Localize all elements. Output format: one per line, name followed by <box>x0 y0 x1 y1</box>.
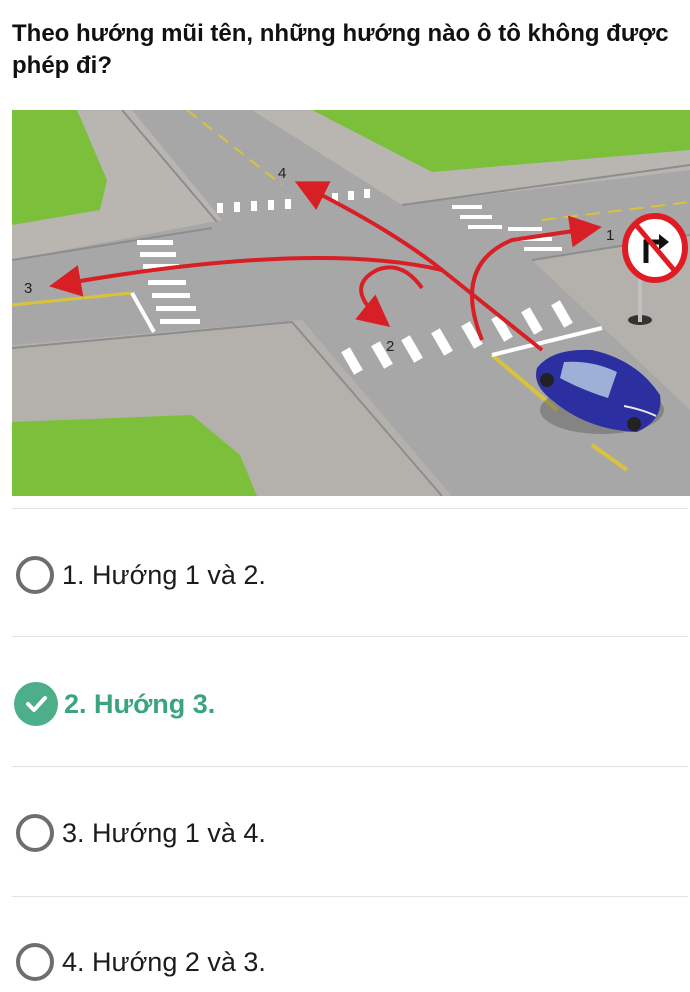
direction-label-2: 2 <box>386 338 394 355</box>
answer-option-label: 2. Hướng 3. <box>64 688 216 719</box>
grass-top-right <box>312 110 690 172</box>
grass-top-left <box>12 110 107 225</box>
radio-unchecked-icon[interactable] <box>16 556 54 594</box>
radio-unchecked-icon[interactable] <box>16 814 54 852</box>
crosswalk-left <box>137 240 200 324</box>
crosswalk-top <box>217 189 370 213</box>
grass-bottom-left <box>12 415 257 496</box>
answer-option-label: 4. Hướng 2 và 3. <box>62 946 266 977</box>
direction-arrows <box>49 181 602 352</box>
intersection-illustration: 4 1 3 2 <box>12 110 690 496</box>
checkmark-correct-icon[interactable] <box>14 682 58 726</box>
question-text: Theo hướng mũi tên, những hướng nào ô tô… <box>12 20 669 79</box>
divider <box>12 896 688 897</box>
direction-label-1: 1 <box>606 227 614 244</box>
answer-option-3[interactable]: 3. Hướng 1 và 4. <box>12 803 688 863</box>
divider <box>12 636 688 637</box>
answer-option-1[interactable]: 1. Hướng 1 và 2. <box>12 545 688 605</box>
divider <box>12 508 688 509</box>
answer-option-2[interactable]: 2. Hướng 3. <box>12 674 688 734</box>
answer-option-4[interactable]: 4. Hướng 2 và 3. <box>12 932 688 992</box>
blue-car-icon <box>536 349 664 434</box>
divider <box>12 766 688 767</box>
no-right-turn-sign-icon <box>622 213 688 325</box>
direction-label-3: 3 <box>24 280 32 297</box>
crosswalk-right <box>452 205 562 251</box>
radio-unchecked-icon[interactable] <box>16 943 54 981</box>
crosswalk-bottom <box>341 300 573 375</box>
answer-option-label: 3. Hướng 1 và 4. <box>62 817 266 848</box>
answer-option-label: 1. Hướng 1 và 2. <box>62 559 266 590</box>
direction-label-4: 4 <box>278 165 286 182</box>
